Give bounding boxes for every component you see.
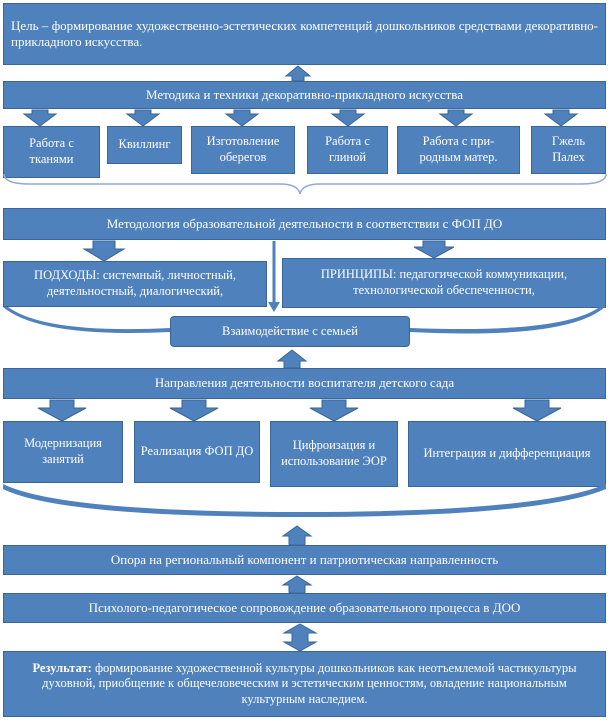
direction-box: Цифроизация и использование ЭОР <box>270 421 398 487</box>
arrow-up-icon <box>281 575 313 594</box>
approaches-box: ПОДХОДЫ: системный, личностный, деятельн… <box>3 261 267 307</box>
technique-label: Изготовление оберегов <box>206 134 280 164</box>
technique-label: Гжель Палех <box>551 134 586 164</box>
support-text: Психолого-педагогическое сопровождение о… <box>88 599 521 615</box>
technique-box: Работа с при-родным матер. <box>397 126 520 174</box>
arrow-down-icon <box>438 109 474 127</box>
arrow-down-icon <box>512 399 562 422</box>
methods-title-box: Методика и техники декоративно-прикладно… <box>3 81 606 109</box>
technique-box: Работа с глиной <box>307 126 388 174</box>
goal-text: Цель – формирование художественно-эстети… <box>11 17 598 49</box>
direction-box: Интеграция и дифференциация <box>408 421 606 487</box>
direction-box: Модернизация занятий <box>3 421 123 483</box>
arrow-down-icon <box>268 302 280 312</box>
directions-title: Направления деятельности воспитателя дет… <box>154 375 455 391</box>
result-paragraph: Результат: формирование художественной к… <box>12 661 597 708</box>
regional-text: Опора на региональный компонент и патрио… <box>110 551 499 567</box>
technique-label: Работа с при-родным матер. <box>419 134 498 164</box>
result-box: Результат: формирование художественной к… <box>3 651 606 717</box>
arrow-up-icon <box>284 65 312 82</box>
support-box: Психолого-педагогическое сопровождение о… <box>3 593 606 623</box>
family-box: Взаимодействие с семьей <box>170 316 410 347</box>
direction-box: Реализация ФОП ДО <box>134 421 260 483</box>
regional-box: Опора на региональный компонент и патрио… <box>3 545 606 575</box>
direction-label: Модернизация занятий <box>24 436 102 466</box>
arrow-down-icon <box>543 109 579 127</box>
arrow-down-icon <box>413 240 455 259</box>
arrow-down-icon <box>125 109 161 127</box>
result-label: Результат: <box>32 660 92 675</box>
technique-box: Квиллинг <box>107 126 182 164</box>
arrow-down-icon <box>82 240 126 262</box>
arrow-down-icon <box>330 109 366 127</box>
curve-connector <box>410 306 606 334</box>
brace-shape <box>3 484 606 517</box>
principles-text: ПРИНЦИПЫ: педагогической коммуникации, т… <box>320 267 568 297</box>
technique-box: Изготовление оберегов <box>191 126 295 174</box>
arrow-down-icon <box>309 399 359 422</box>
approaches-text: ПОДХОДЫ: системный, личностный, деятельн… <box>34 268 236 298</box>
family-text: Взаимодействие с семьей <box>222 323 358 338</box>
arrow-down-icon <box>37 399 87 422</box>
result-text: формирование художественной культуры дош… <box>42 660 577 706</box>
direction-label: Реализация ФОП ДО <box>140 444 254 459</box>
goal-box: Цель – формирование художественно-эстети… <box>3 3 606 65</box>
technique-box: Гжель Палех <box>531 126 606 174</box>
arrow-up-icon <box>281 525 313 546</box>
arrow-down-icon <box>22 109 58 127</box>
arrow-down-icon <box>224 109 260 127</box>
principles-box: ПРИНЦИПЫ: педагогической коммуникации, т… <box>282 258 606 308</box>
direction-label: Интеграция и дифференциация <box>423 446 591 461</box>
direction-label: Цифроизация и использование ЭОР <box>281 438 387 468</box>
methodology-text: Методология образовательной деятельности… <box>106 215 503 231</box>
directions-title-box: Направления деятельности воспитателя дет… <box>3 368 606 399</box>
curve-connector <box>3 307 170 333</box>
arrow-up-icon <box>276 349 308 369</box>
technique-label: Работа с тканями <box>29 136 74 166</box>
technique-label: Работа с глиной <box>325 134 370 164</box>
methodology-box: Методология образовательной деятельности… <box>3 208 606 240</box>
technique-label: Квиллинг <box>118 137 171 152</box>
methods-title: Методика и техники декоративно-прикладно… <box>145 86 464 102</box>
technique-box: Работа с тканями <box>3 126 100 178</box>
arrow-down-icon <box>169 399 219 422</box>
double-arrow-icon <box>282 623 318 652</box>
